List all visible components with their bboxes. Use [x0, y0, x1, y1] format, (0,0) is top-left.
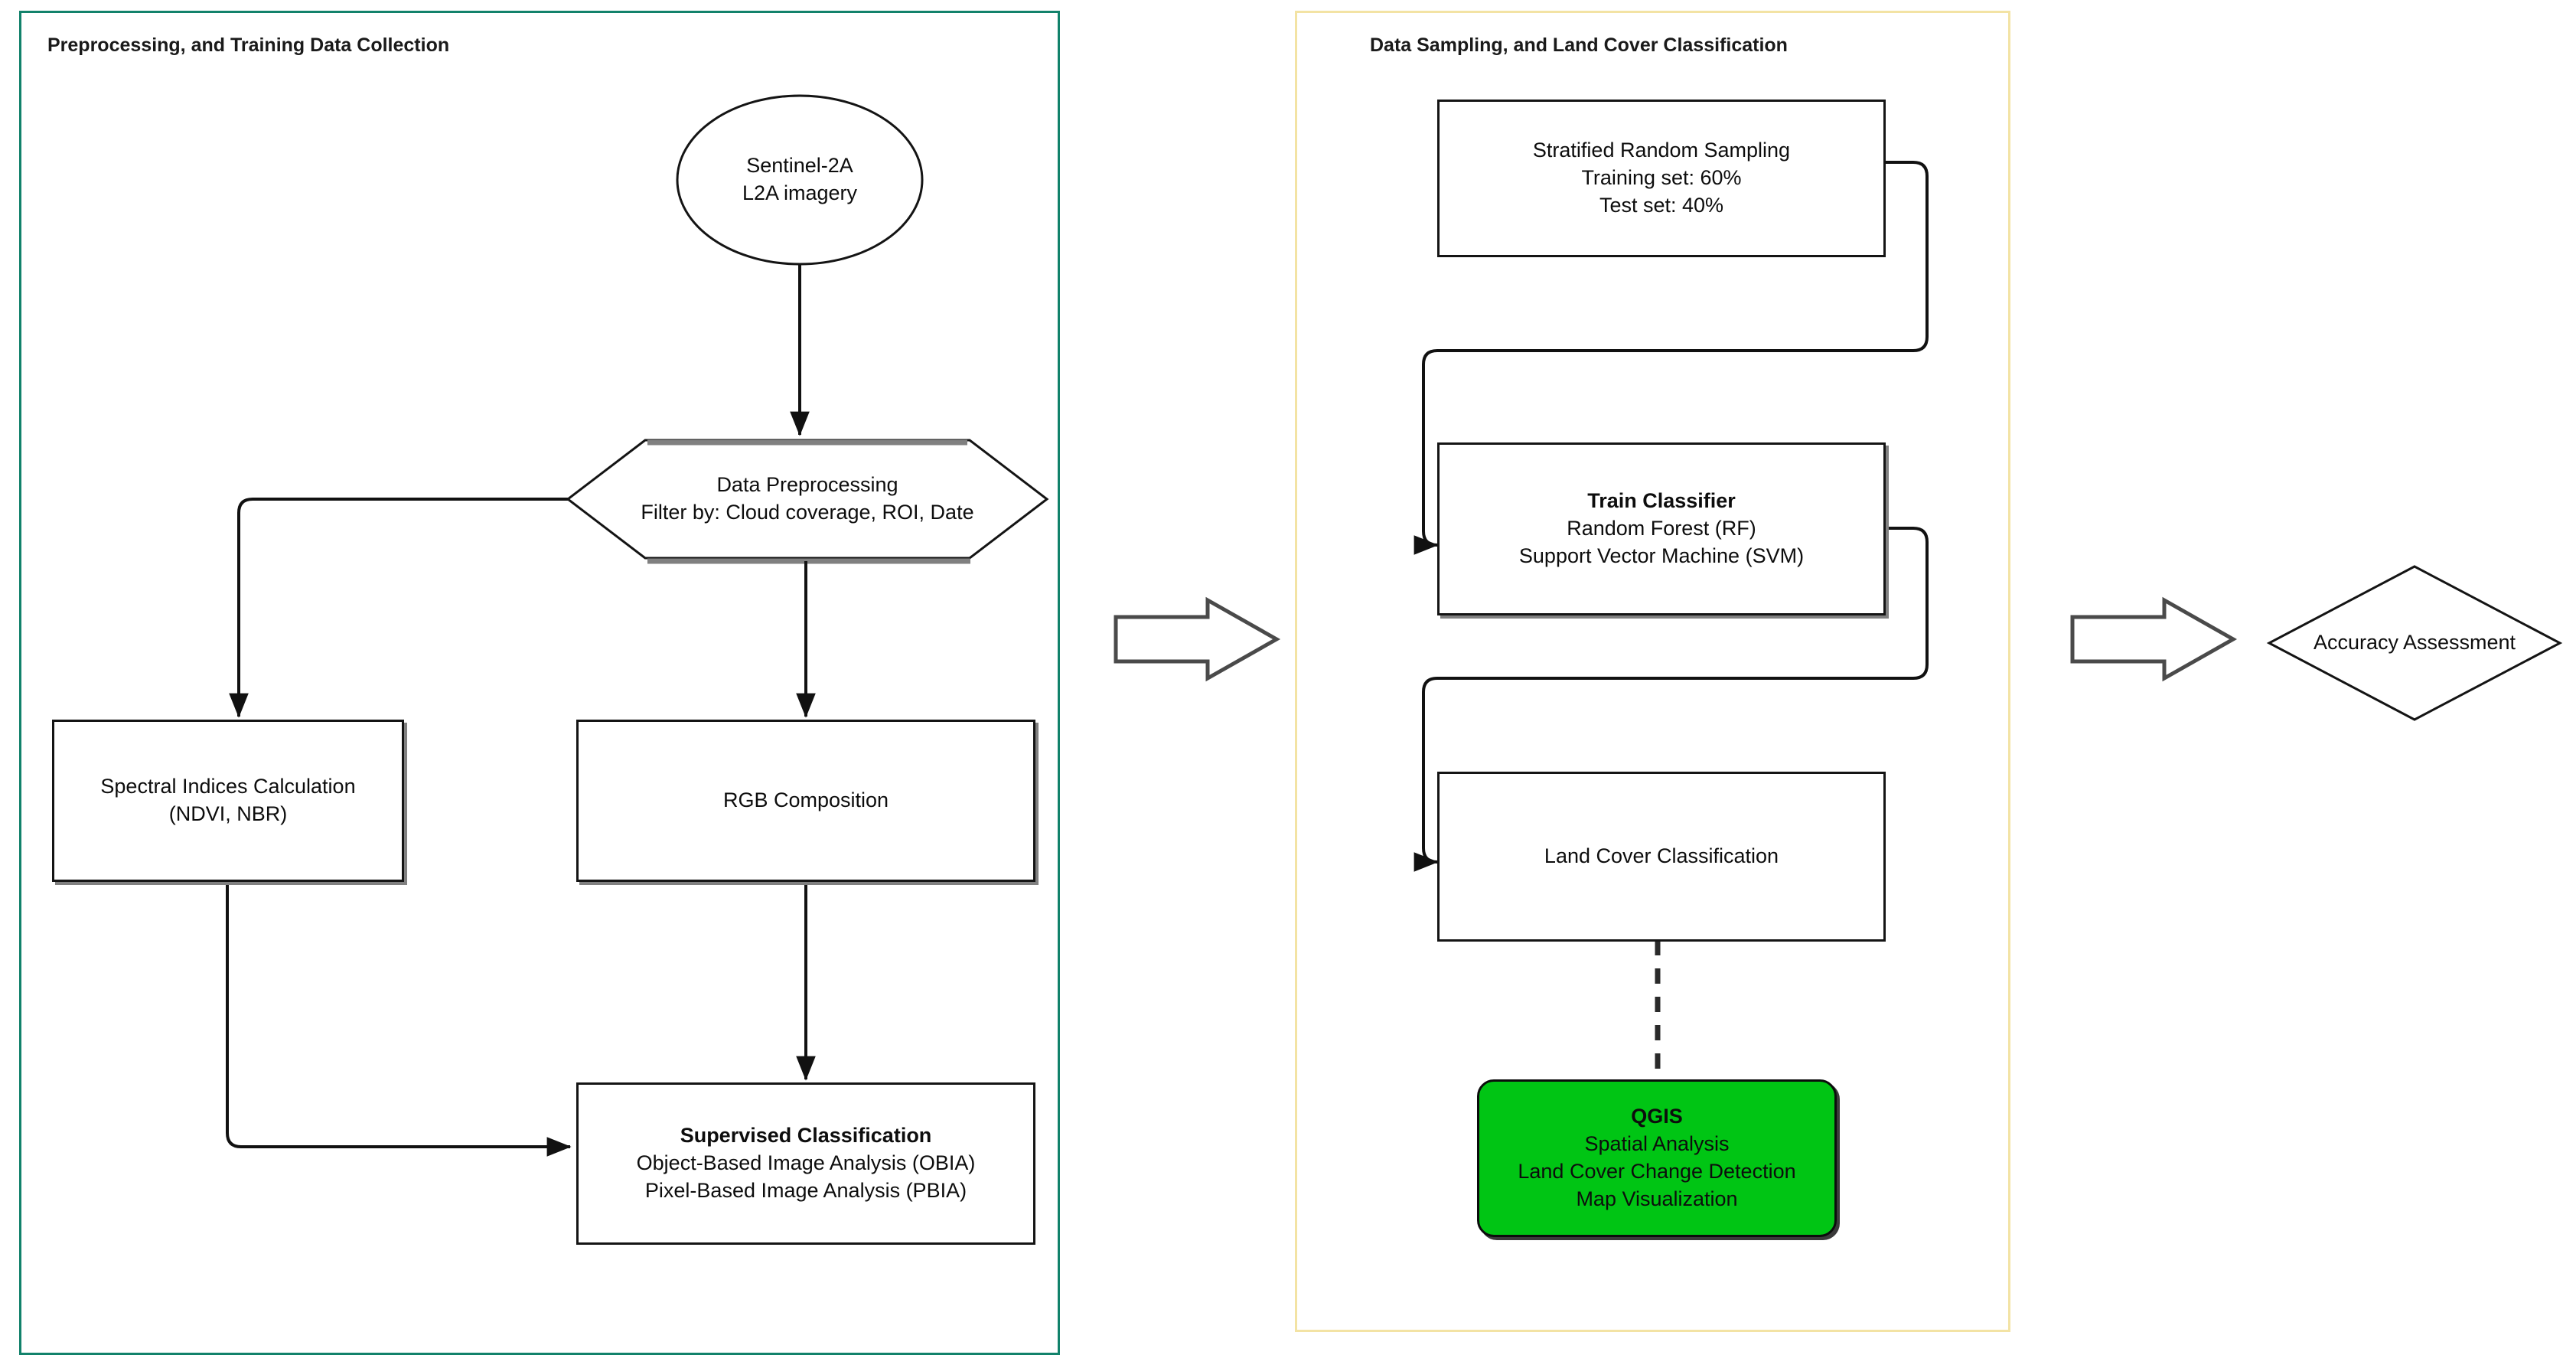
node-supervised-classification: Supervised Classification Object-Based I…: [576, 1082, 1035, 1245]
node-rgb-composition-line-1: RGB Composition: [722, 788, 889, 812]
node-qgis-line-1: Spatial Analysis: [1584, 1132, 1730, 1156]
node-stratified-sampling-line-3: Test set: 40%: [1599, 193, 1724, 217]
panel-classification-title: Data Sampling, and Land Cover Classifica…: [1370, 34, 1788, 56]
node-qgis-title: QGIS: [1631, 1105, 1683, 1128]
node-stratified-sampling-line-1: Stratified Random Sampling: [1532, 139, 1791, 162]
node-stratified-sampling-line-2: Training set: 60%: [1581, 166, 1742, 190]
block-arrow-1: [1114, 596, 1281, 682]
node-land-cover-classification-line-1: Land Cover Classification: [1544, 844, 1779, 868]
node-supervised-classification-title: Supervised Classification: [680, 1124, 932, 1148]
edge-spectral-to-supervised: [226, 882, 572, 1157]
node-preprocessing-hexagon: [566, 439, 1049, 560]
node-qgis: QGIS Spatial Analysis Land Cover Change …: [1477, 1079, 1837, 1237]
node-train-classifier-title: Train Classifier: [1587, 489, 1736, 513]
edge-sampling-to-train: [1414, 161, 1929, 555]
node-supervised-classification-line-2: Pixel-Based Image Analysis (PBIA): [644, 1178, 967, 1202]
node-train-classifier: Train Classifier Random Forest (RF) Supp…: [1437, 442, 1886, 615]
node-supervised-classification-line-1: Object-Based Image Analysis (OBIA): [636, 1151, 976, 1175]
node-land-cover-classification: Land Cover Classification: [1437, 772, 1886, 942]
node-qgis-line-2: Land Cover Change Detection: [1518, 1160, 1796, 1183]
node-spectral-indices: Spectral Indices Calculation (NDVI, NBR): [52, 720, 404, 882]
node-spectral-indices-line-2: (NDVI, NBR): [168, 802, 288, 825]
node-train-classifier-line-2: Support Vector Machine (SVM): [1518, 544, 1805, 567]
node-accuracy-diamond: [2266, 565, 2563, 721]
edge-preprocessing-to-spectral: [229, 498, 568, 718]
node-rgb-composition: RGB Composition: [576, 720, 1035, 882]
block-arrow-2: [2070, 596, 2238, 682]
node-spectral-indices-line-1: Spectral Indices Calculation: [100, 775, 356, 798]
panel-preprocessing-title: Preprocessing, and Training Data Collect…: [47, 34, 450, 56]
node-sentinel-ellipse: [676, 94, 924, 266]
edge-train-to-landcover: [1414, 527, 1929, 872]
node-qgis-line-3: Map Visualization: [1576, 1187, 1738, 1210]
node-train-classifier-line-1: Random Forest (RF): [1567, 517, 1756, 540]
node-stratified-sampling: Stratified Random Sampling Training set:…: [1437, 100, 1886, 257]
